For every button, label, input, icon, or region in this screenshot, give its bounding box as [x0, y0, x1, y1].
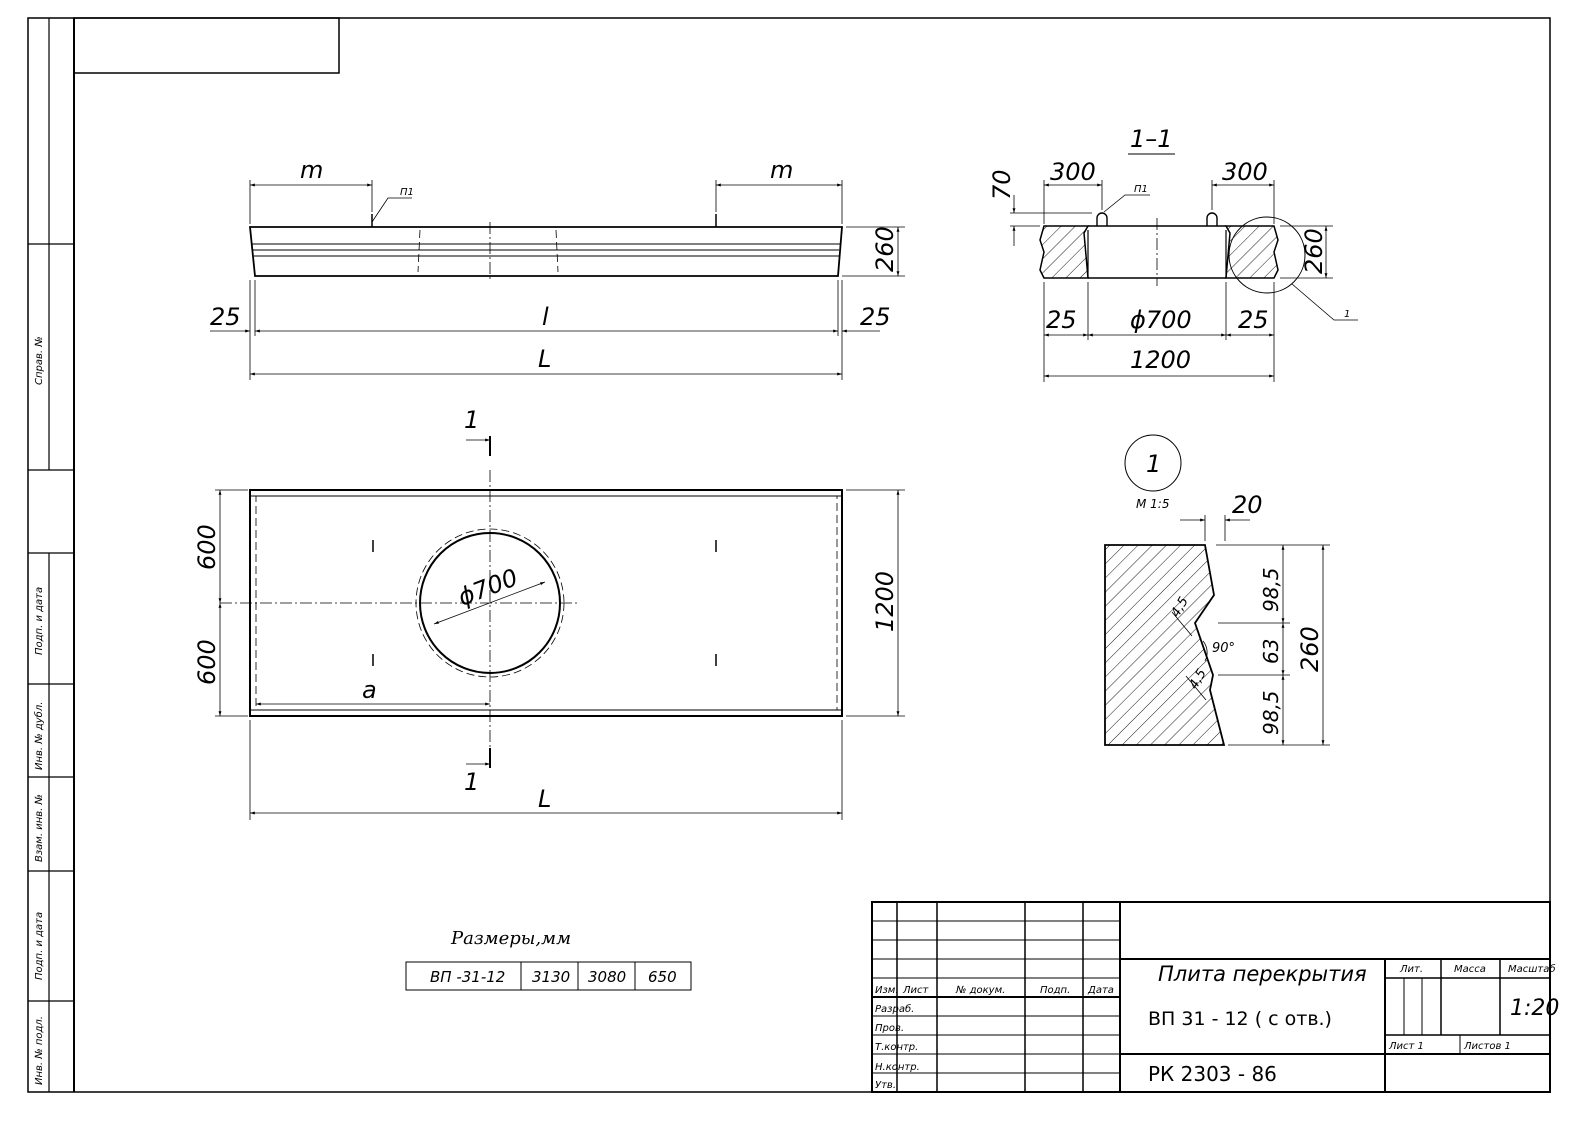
tb-col-izm: Изм.: [875, 985, 899, 996]
dim-1200-plan: 1200: [871, 571, 899, 632]
tb-massa: Масса: [1454, 964, 1486, 975]
sizes-cell-L: 3130: [532, 968, 570, 986]
tb-lit: Лит.: [1399, 964, 1423, 975]
dim-70: 70: [988, 169, 1016, 200]
dim-a: a: [362, 676, 377, 704]
dim-25-left-top: 25: [210, 303, 241, 331]
elevation-view: m m П1 260 25 25 l L: [210, 156, 905, 380]
tb-prov: Пров.: [875, 1023, 904, 1034]
plan-view: ϕ700 1 1 600 600 a 1200 L: [193, 406, 905, 820]
tb-name-line2: ВП 31 - 12 ( с отв.): [1148, 1008, 1332, 1030]
dim-600-bottom: 600: [193, 639, 221, 685]
dim-phi700-section: ϕ700: [1130, 306, 1192, 334]
dim-L-top: L: [538, 345, 551, 373]
section-1-1: 1–1 1 70 300 300 П1: [988, 125, 1358, 382]
dim-phi700-plan: ϕ700: [454, 563, 522, 611]
sizes-cell-name: ВП -31-12: [430, 968, 505, 986]
tb-sheet: Лист 1: [1388, 1041, 1424, 1052]
dim-m-left: m: [300, 156, 323, 184]
section-callout: 1: [1344, 309, 1350, 320]
side-strip-labels: Справ. № Подп. и дата Инв. № дубл. Взам.…: [33, 336, 45, 1085]
label-vzam-inv: Взам. инв. №: [34, 794, 45, 862]
cut-label-bottom: 1: [464, 768, 479, 796]
label-podp-data-1: Подп. и дата: [34, 587, 45, 655]
dim-300-left: 300: [1050, 158, 1096, 186]
dim-20: 20: [1232, 491, 1263, 519]
dim-25-left-section: 25: [1046, 306, 1077, 334]
dim-300-right: 300: [1222, 158, 1268, 186]
tb-masshtab: Масштаб: [1508, 963, 1556, 975]
label-inv-podl: Инв. № подл.: [34, 1016, 45, 1085]
tb-razrab: Разраб.: [875, 1003, 914, 1015]
tb-name-line1: Плита перекрытия: [1158, 962, 1367, 986]
tb-nkontr: Н.контр.: [875, 1062, 920, 1073]
title-block: Изм. Лист № докум. Подп. Дата Разраб. Пр…: [871, 901, 1559, 1093]
dim-260-detail: 260: [1296, 626, 1324, 672]
sizes-cell-l: 3080: [588, 968, 626, 986]
sizes-table: Размеры,мм ВП -31-12 3130 3080 650: [405, 928, 692, 991]
cut-label-top: 1: [464, 406, 479, 434]
detail-scale: М 1:5: [1136, 497, 1169, 511]
angle-90: 90°: [1212, 641, 1235, 656]
tb-col-data: Дата: [1087, 985, 1114, 996]
tb-tkontr: Т.контр.: [875, 1042, 918, 1053]
dim-260-top: 260: [871, 226, 899, 272]
dim-l-small: l: [542, 303, 549, 331]
sheet-frame: [27, 17, 1551, 1093]
dim-1200-section: 1200: [1130, 346, 1191, 374]
tb-utv: Утв.: [875, 1080, 896, 1091]
tb-col-podp: Подп.: [1040, 985, 1070, 996]
detail-number: 1: [1146, 450, 1161, 478]
dim-25-right-top: 25: [860, 303, 891, 331]
label-p1-section: П1: [1134, 184, 1148, 195]
section-title: 1–1: [1130, 125, 1173, 153]
dim-m-right: m: [770, 156, 793, 184]
tb-sheets: Листов 1: [1463, 1041, 1511, 1052]
sizes-cell-a: 650: [648, 968, 677, 986]
sizes-table-title: Размеры,мм: [450, 928, 571, 949]
label-sprav: Справ. №: [34, 336, 45, 385]
dim-63: 63: [1259, 639, 1283, 664]
dim-98-bottom: 98,5: [1259, 690, 1283, 735]
dim-25-right-section: 25: [1238, 306, 1269, 334]
tb-code: РК 2303 - 86: [1148, 1062, 1277, 1086]
tb-scale-value: 1:20: [1510, 996, 1559, 1021]
dim-L-plan: L: [538, 785, 551, 813]
dim-600-top: 600: [193, 524, 221, 570]
label-inv-dubl: Инв. № дубл.: [33, 702, 45, 770]
tb-col-doc: № докум.: [955, 985, 1005, 996]
dim-260-section: 260: [1300, 228, 1328, 274]
detail-1: 1 М 1:5 20 98,5 63 98,5 260 4,5 4,5 90°: [1104, 434, 1330, 746]
label-p1-top: П1: [400, 187, 414, 198]
label-podp-data-2: Подп. и дата: [34, 912, 45, 980]
dim-98-top: 98,5: [1259, 567, 1283, 612]
tb-col-list: Лист: [902, 985, 930, 996]
